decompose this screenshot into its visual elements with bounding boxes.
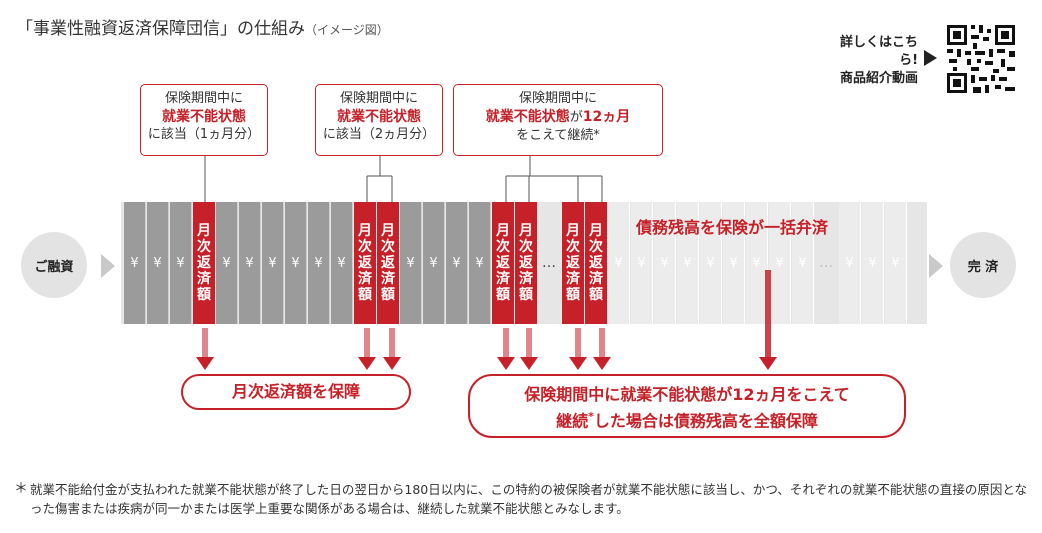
title-main: 「事業性融資返済保障団信」の仕組み xyxy=(16,19,305,39)
down-arrow-icon xyxy=(383,328,401,370)
down-arrow-icon xyxy=(196,328,214,370)
ellipsis: … xyxy=(542,255,557,271)
callout-line: 保険期間中に xyxy=(339,91,418,106)
remaining-cell: ¥ xyxy=(862,202,884,324)
page-title: 「事業性融資返済保障団信」の仕組み（イメージ図） xyxy=(16,14,389,39)
monthly-payment-cell: 月次返済額 xyxy=(354,202,376,324)
callout-12-months: 保険期間中に 就業不能状態が12ヵ月 をこえて継続* xyxy=(453,84,663,156)
remaining-cell: ¥ xyxy=(746,202,768,324)
remaining-cell: ¥ xyxy=(631,202,653,324)
result-full-line2: した場合は債務残高を全額保障 xyxy=(593,411,818,431)
paid-cell: ¥ xyxy=(216,202,238,324)
remaining-cell: ¥ xyxy=(839,202,861,324)
monthly-payment-cell: 月次返済額 xyxy=(515,202,537,324)
start-label: ご融資 xyxy=(34,259,74,275)
ellipsis: … xyxy=(819,255,834,271)
callout-2-months: 保険期間中に 就業不能状態 に該当（2ヵ月分） xyxy=(315,84,443,156)
monthly-payment-cell: 月次返済額 xyxy=(377,202,399,324)
result-full-guarantee: 保険期間中に就業不能状態が12ヵ月をこえて 継続*した場合は債務残高を全額保障 xyxy=(468,374,906,438)
monthly-payment-cell: 月次返済額 xyxy=(562,202,584,324)
paid-cell: ¥ xyxy=(285,202,307,324)
play-icon xyxy=(924,50,937,66)
paid-cell: ¥ xyxy=(446,202,468,324)
arrow-start-icon xyxy=(101,254,115,278)
paid-cell: ¥ xyxy=(170,202,192,324)
remaining-cell: ¥ xyxy=(723,202,745,324)
end-circle: 完 済 xyxy=(950,232,1016,298)
callout-line: に該当（1ヵ月分） xyxy=(147,127,261,142)
remaining-cell: ¥ xyxy=(885,202,907,324)
callout-line: 保険期間中に xyxy=(518,91,597,106)
paid-cell: ¥ xyxy=(262,202,284,324)
start-circle: ご融資 xyxy=(21,232,87,298)
result-full-continue: 継続 xyxy=(556,411,589,431)
debt-repayment-label: 債務残高を保険が一括弁済 xyxy=(636,218,829,237)
monthly-payment-cell: 月次返済額 xyxy=(193,202,215,324)
paid-cell: ¥ xyxy=(308,202,330,324)
paid-cell: ¥ xyxy=(469,202,491,324)
end-label: 完 済 xyxy=(967,259,999,275)
down-arrow-icon xyxy=(358,328,376,370)
down-arrow-icon xyxy=(520,328,538,370)
down-arrow-icon xyxy=(497,328,515,370)
remaining-cell: ¥ xyxy=(792,202,814,324)
result-monthly-text: 月次返済額を保障 xyxy=(231,382,360,401)
footnote-text: 就業不能給付金が支払われた就業不能状態が終了した日の翌日から180日以内に、この… xyxy=(30,482,1027,516)
down-arrow-icon xyxy=(569,328,587,370)
result-full-star: * xyxy=(588,410,594,423)
down-arrow-icon xyxy=(593,328,611,370)
remaining-cell: ¥ xyxy=(677,202,699,324)
callout-emphasis: 就業不能状態 xyxy=(162,109,246,125)
callout-1-month: 保険期間中に 就業不能状態 に該当（1ヵ月分） xyxy=(140,84,268,156)
remaining-cell: ¥ xyxy=(608,202,630,324)
paid-cell: ¥ xyxy=(331,202,353,324)
result-full-line1: 保険期間中に就業不能状態が12ヵ月をこえて xyxy=(524,385,850,404)
callout-emphasis: 就業不能状態 xyxy=(337,109,421,125)
paid-cell: ¥ xyxy=(239,202,261,324)
callout-emphasis-12-months: 12ヵ月 xyxy=(582,109,631,125)
footnote-mark: ＊ xyxy=(14,481,28,497)
paid-cell: ¥ xyxy=(147,202,169,324)
monthly-payment-cell: 月次返済額 xyxy=(585,202,607,324)
title-sub: （イメージ図） xyxy=(305,23,389,37)
callout-emphasis: 就業不能状態 xyxy=(485,109,570,125)
callout-line: をこえて継続* xyxy=(516,128,600,143)
callout-line: 保険期間中に xyxy=(164,91,243,106)
remaining-cell: ¥ xyxy=(654,202,676,324)
video-link-line1: 詳しくはこちら! xyxy=(839,35,918,68)
arrow-end-icon xyxy=(929,254,943,278)
qr-code[interactable] xyxy=(945,23,1017,95)
down-arrow-icon xyxy=(759,270,777,370)
callout-suffix: が xyxy=(569,110,583,125)
monthly-payment-cell: 月次返済額 xyxy=(492,202,514,324)
paid-cell: ¥ xyxy=(400,202,422,324)
paid-cell: ¥ xyxy=(423,202,445,324)
footnote: ＊ 就業不能給付金が支払われた就業不能状態が終了した日の翌日から180日以内に、… xyxy=(14,480,1034,518)
video-link[interactable]: 詳しくはこちら! 商品紹介動画 xyxy=(822,34,918,88)
callout-line: に該当（2ヵ月分） xyxy=(322,127,436,142)
result-monthly-guarantee: 月次返済額を保障 xyxy=(181,374,411,410)
remaining-cell: ¥ xyxy=(769,202,791,324)
remaining-cell: ¥ xyxy=(700,202,722,324)
paid-cell: ¥ xyxy=(124,202,146,324)
video-link-line2: 商品紹介動画 xyxy=(839,71,918,86)
